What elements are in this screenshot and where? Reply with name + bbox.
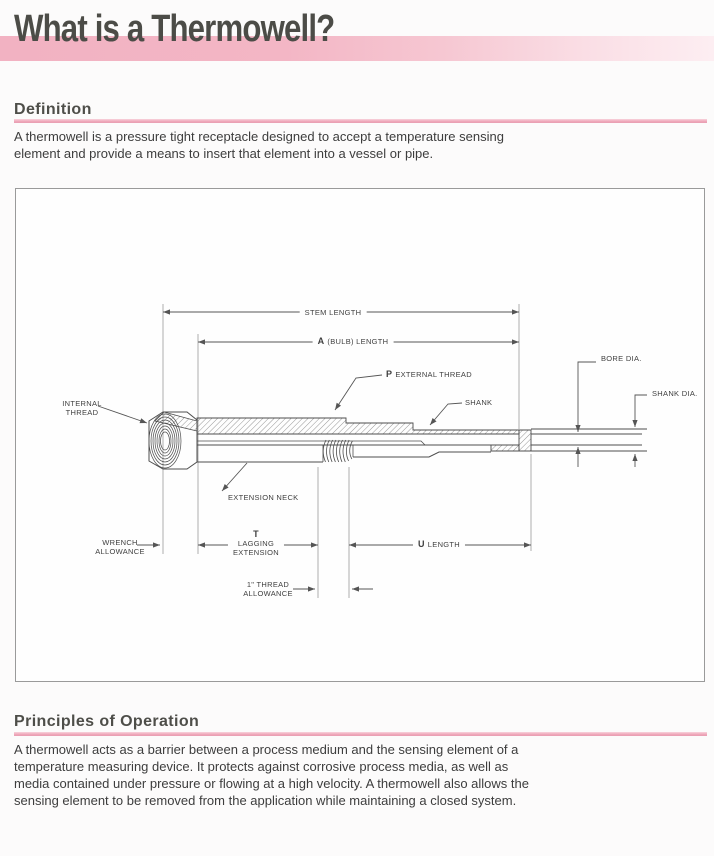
- definition-body: A thermowell is a pressure tight recepta…: [14, 129, 504, 161]
- internal-thread-arcs: [148, 413, 182, 469]
- definition-heading: Definition: [14, 101, 92, 118]
- page-title: What is a Thermowell?: [14, 8, 335, 50]
- principles-body: A thermowell acts as a barrier between a…: [14, 742, 529, 808]
- witness-lines: [162, 304, 532, 598]
- definition-rule: [14, 119, 707, 123]
- leader-lines: [97, 374, 463, 492]
- label-shank: SHANK: [465, 398, 493, 407]
- tip-block: [518, 429, 532, 452]
- upper-wall-section: [196, 417, 520, 435]
- label-internal-thread: INTERNAL THREAD: [62, 399, 102, 417]
- label-wrench-allowance: WRENCH ALLOWANCE: [95, 538, 145, 556]
- title-pink-band: [0, 36, 714, 61]
- external-thread-arcs: [322, 439, 353, 463]
- principles-heading: Principles of Operation: [14, 713, 200, 730]
- label-bulb-length: A(BULB) LENGTH: [312, 337, 394, 346]
- label-shank-dia: SHANK DIA.: [652, 389, 698, 398]
- label-bore-dia: BORE DIA.: [601, 354, 642, 363]
- bore-step-line: [197, 440, 426, 446]
- shank-bottom-profile: [353, 451, 491, 458]
- label-extension-neck: EXTENSION NECK: [228, 493, 299, 502]
- principles-rule: [14, 732, 707, 736]
- thermowell-body: [148, 411, 532, 470]
- label-thread-allowance: 1" THREAD ALLOWANCE: [243, 580, 293, 598]
- label-lagging-extension: T LAGGING EXTENSION: [227, 530, 285, 557]
- dimension-pointers: [137, 361, 647, 592]
- thermowell-drawing: [97, 304, 647, 598]
- internal-thread-leader: [97, 405, 148, 424]
- extension-neck-leader: [221, 462, 248, 492]
- tip-extension-lines: [531, 428, 647, 452]
- external-thread-leader: [334, 374, 383, 411]
- lower-wall-section: [490, 444, 520, 452]
- label-stem-length: STEM LENGTH: [299, 308, 367, 317]
- shank-leader: [429, 402, 463, 426]
